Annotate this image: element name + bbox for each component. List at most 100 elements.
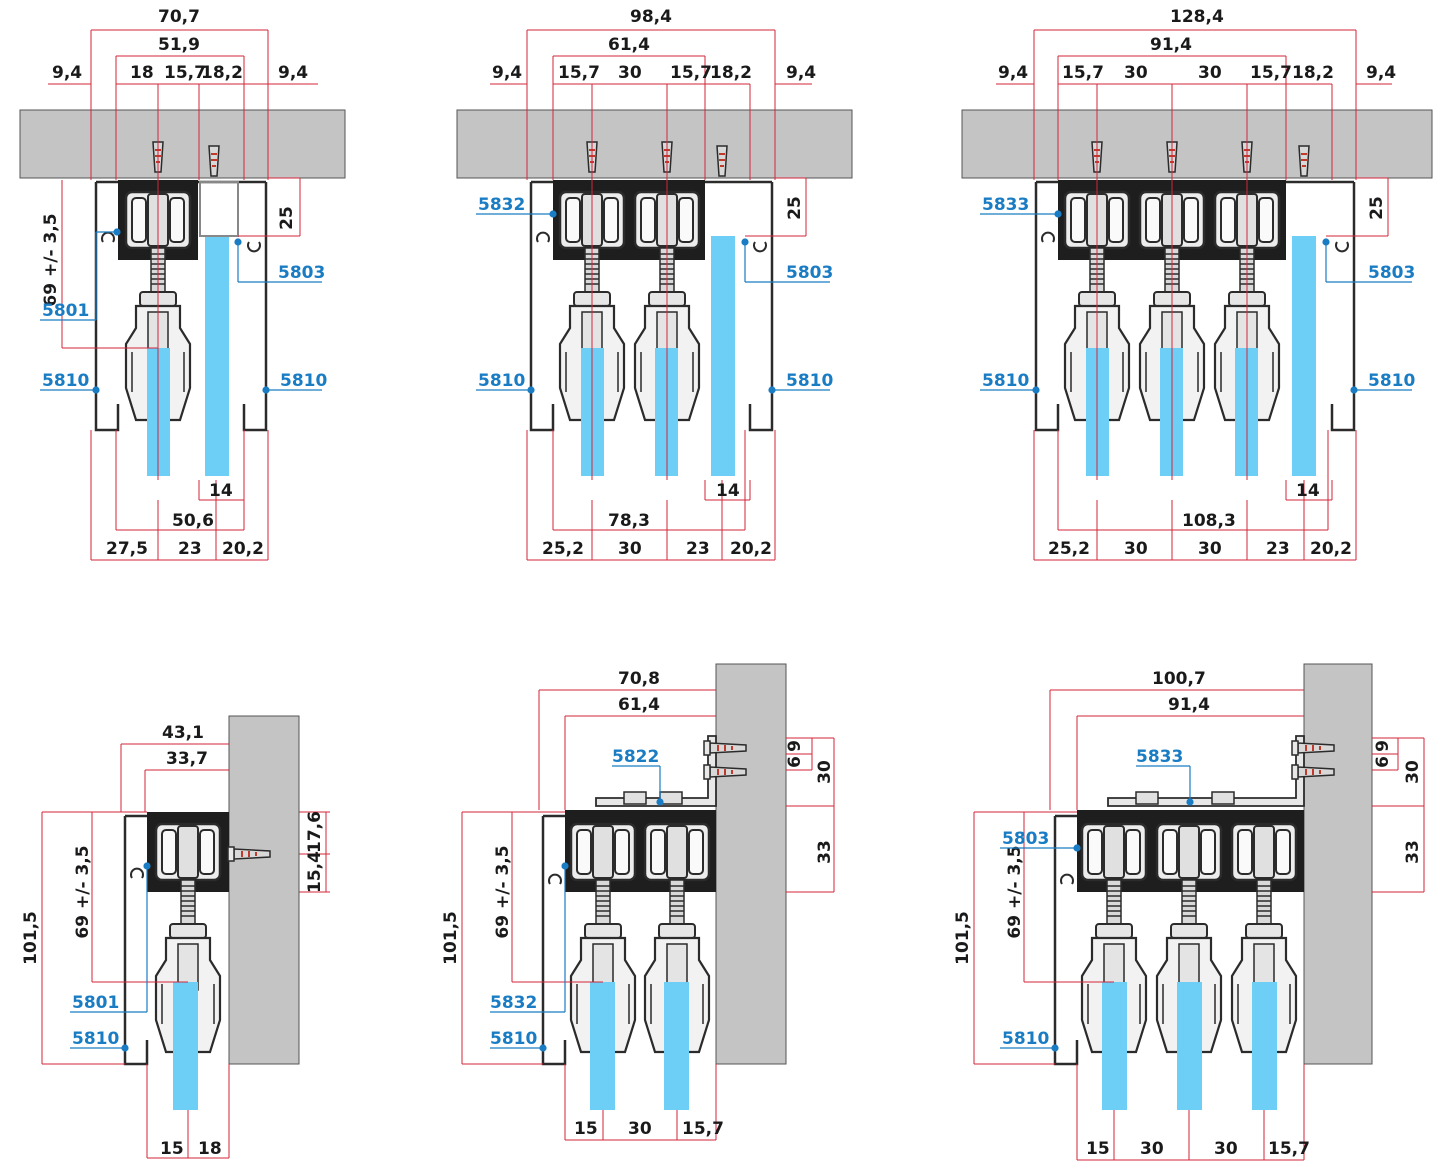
part-5810-left: 5810 bbox=[478, 371, 525, 391]
dim-101-5: 101,5 bbox=[441, 911, 461, 965]
dim-15: 15 bbox=[160, 1139, 184, 1159]
dim-30: 30 bbox=[618, 539, 642, 559]
dim-9-4-right: 9,4 bbox=[278, 63, 308, 83]
dim-30-a: 30 bbox=[1124, 539, 1148, 559]
ceiling-slab bbox=[19, 109, 346, 179]
wall-mount-single-diagram: 43,1 33,7 17,6 15,4 69 +/- 3,5 101,5 15 … bbox=[21, 715, 330, 1159]
wall-slab bbox=[228, 715, 300, 1065]
dim-23: 23 bbox=[178, 539, 202, 559]
dim-30: 30 bbox=[618, 63, 642, 83]
dim-14: 14 bbox=[1296, 481, 1320, 501]
part-5810: 5810 bbox=[1002, 1029, 1049, 1049]
dim-15-7-b: 15,7 bbox=[1250, 63, 1292, 83]
wall-mount-double-diagram: 70,8 61,4 9 6 30 33 69 +/- 3,5 101,5 15 … bbox=[441, 663, 835, 1141]
dim-27-5: 27,5 bbox=[106, 539, 148, 559]
dim-9: 9 bbox=[1373, 740, 1393, 752]
dim-15-7: 15,7 bbox=[1268, 1139, 1310, 1159]
ceiling-mount-triple-diagram: 128,4 91,4 9,4 15,7 30 30 15,7 18,2 9,4 … bbox=[961, 7, 1433, 561]
bracket bbox=[1107, 735, 1305, 807]
dim-33: 33 bbox=[1403, 840, 1423, 864]
glass-panel bbox=[1102, 982, 1127, 1110]
part-5803: 5803 bbox=[278, 263, 325, 283]
dim-61-4: 61,4 bbox=[618, 695, 660, 715]
dim-69-adjust: 69 +/- 3,5 bbox=[41, 213, 61, 306]
dim-25: 25 bbox=[785, 196, 805, 220]
bracket-5822 bbox=[595, 735, 717, 807]
dim-69-adjust: 69 +/- 3,5 bbox=[1005, 845, 1025, 938]
dim-14: 14 bbox=[209, 481, 233, 501]
ceiling-slab bbox=[456, 109, 853, 179]
dim-61-4: 61,4 bbox=[608, 35, 650, 55]
ceiling-mount-double-diagram: 98,4 61,4 9,4 15,7 30 15,7 18,2 9,4 25 1… bbox=[456, 7, 853, 561]
dim-6: 6 bbox=[1373, 756, 1393, 768]
dim-18: 18 bbox=[198, 1139, 222, 1159]
dim-9: 9 bbox=[785, 740, 805, 752]
dim-91-4: 91,4 bbox=[1150, 35, 1192, 55]
dim-51-9: 51,9 bbox=[158, 35, 200, 55]
part-5810: 5810 bbox=[490, 1029, 537, 1049]
part-5803: 5803 bbox=[1002, 829, 1049, 849]
dim-43-1: 43,1 bbox=[162, 723, 204, 743]
dim-33-7: 33,7 bbox=[166, 749, 208, 769]
dim-15-7-a: 15,7 bbox=[1062, 63, 1104, 83]
part-5801: 5801 bbox=[72, 993, 119, 1013]
part-5801: 5801 bbox=[42, 301, 89, 321]
dim-18: 18 bbox=[130, 63, 154, 83]
dim-70-8: 70,8 bbox=[618, 669, 660, 689]
dim-70-7: 70,7 bbox=[158, 7, 200, 27]
dim-30-b: 30 bbox=[1198, 539, 1222, 559]
dim-69-adjust: 69 +/- 3,5 bbox=[73, 845, 93, 938]
dim-69-adjust: 69 +/- 3,5 bbox=[493, 845, 513, 938]
dim-23: 23 bbox=[686, 539, 710, 559]
ceiling-slab bbox=[961, 109, 1433, 179]
dim-15: 15 bbox=[574, 1119, 598, 1139]
part-5810-right: 5810 bbox=[280, 371, 327, 391]
dim-98-4: 98,4 bbox=[630, 7, 672, 27]
glass-panel bbox=[1177, 982, 1202, 1110]
dim-9-4-left: 9,4 bbox=[998, 63, 1028, 83]
part-5822: 5822 bbox=[612, 747, 659, 767]
glass-panel bbox=[173, 982, 198, 1110]
dim-20-2: 20,2 bbox=[730, 539, 772, 559]
dim-30-a: 30 bbox=[1124, 63, 1148, 83]
part-5810-right: 5810 bbox=[1368, 371, 1415, 391]
dim-30-b: 30 bbox=[1214, 1139, 1238, 1159]
dim-101-5: 101,5 bbox=[21, 911, 41, 965]
ceiling-mount-single-diagram: 70,7 51,9 9,4 18 15,7 18,2 9,4 25 69 +/-… bbox=[19, 7, 346, 561]
dim-100-7: 100,7 bbox=[1152, 669, 1206, 689]
dim-18-2: 18,2 bbox=[1292, 63, 1334, 83]
part-5810-right: 5810 bbox=[786, 371, 833, 391]
dim-78-3: 78,3 bbox=[608, 511, 650, 531]
glass-panel bbox=[664, 982, 689, 1110]
dim-9-4-right: 9,4 bbox=[786, 63, 816, 83]
dim-15-7: 15,7 bbox=[682, 1119, 724, 1139]
dim-50-6: 50,6 bbox=[172, 511, 214, 531]
part-5832: 5832 bbox=[490, 993, 537, 1013]
wall-slab bbox=[1303, 663, 1373, 1065]
dim-15-7: 15,7 bbox=[164, 63, 206, 83]
dim-20-2: 20,2 bbox=[1310, 539, 1352, 559]
dim-18-2: 18,2 bbox=[710, 63, 752, 83]
part-5832: 5832 bbox=[478, 195, 525, 215]
wall-mount-triple-diagram: 100,7 91,4 9 6 30 33 69 +/- 3,5 101,5 15… bbox=[953, 663, 1425, 1161]
glass-panel bbox=[1252, 982, 1277, 1110]
dim-128-4: 128,4 bbox=[1170, 7, 1224, 27]
dim-33: 33 bbox=[815, 840, 835, 864]
dim-9-4-right: 9,4 bbox=[1366, 63, 1396, 83]
dim-30: 30 bbox=[628, 1119, 652, 1139]
dim-30: 30 bbox=[815, 760, 835, 784]
fixed-glass-panel bbox=[205, 236, 229, 476]
dim-17-6: 17,6 bbox=[305, 811, 325, 853]
dim-25: 25 bbox=[277, 206, 297, 230]
part-5810-left: 5810 bbox=[42, 371, 89, 391]
dim-9-4-left: 9,4 bbox=[52, 63, 82, 83]
dim-15-7-b: 15,7 bbox=[670, 63, 712, 83]
part-5833: 5833 bbox=[1136, 747, 1183, 767]
glass-panel bbox=[590, 982, 615, 1110]
dim-23: 23 bbox=[1266, 539, 1290, 559]
dim-15-4: 15,4 bbox=[305, 851, 325, 893]
part-5810-left: 5810 bbox=[982, 371, 1029, 391]
dim-91-4: 91,4 bbox=[1168, 695, 1210, 715]
dim-6: 6 bbox=[785, 756, 805, 768]
